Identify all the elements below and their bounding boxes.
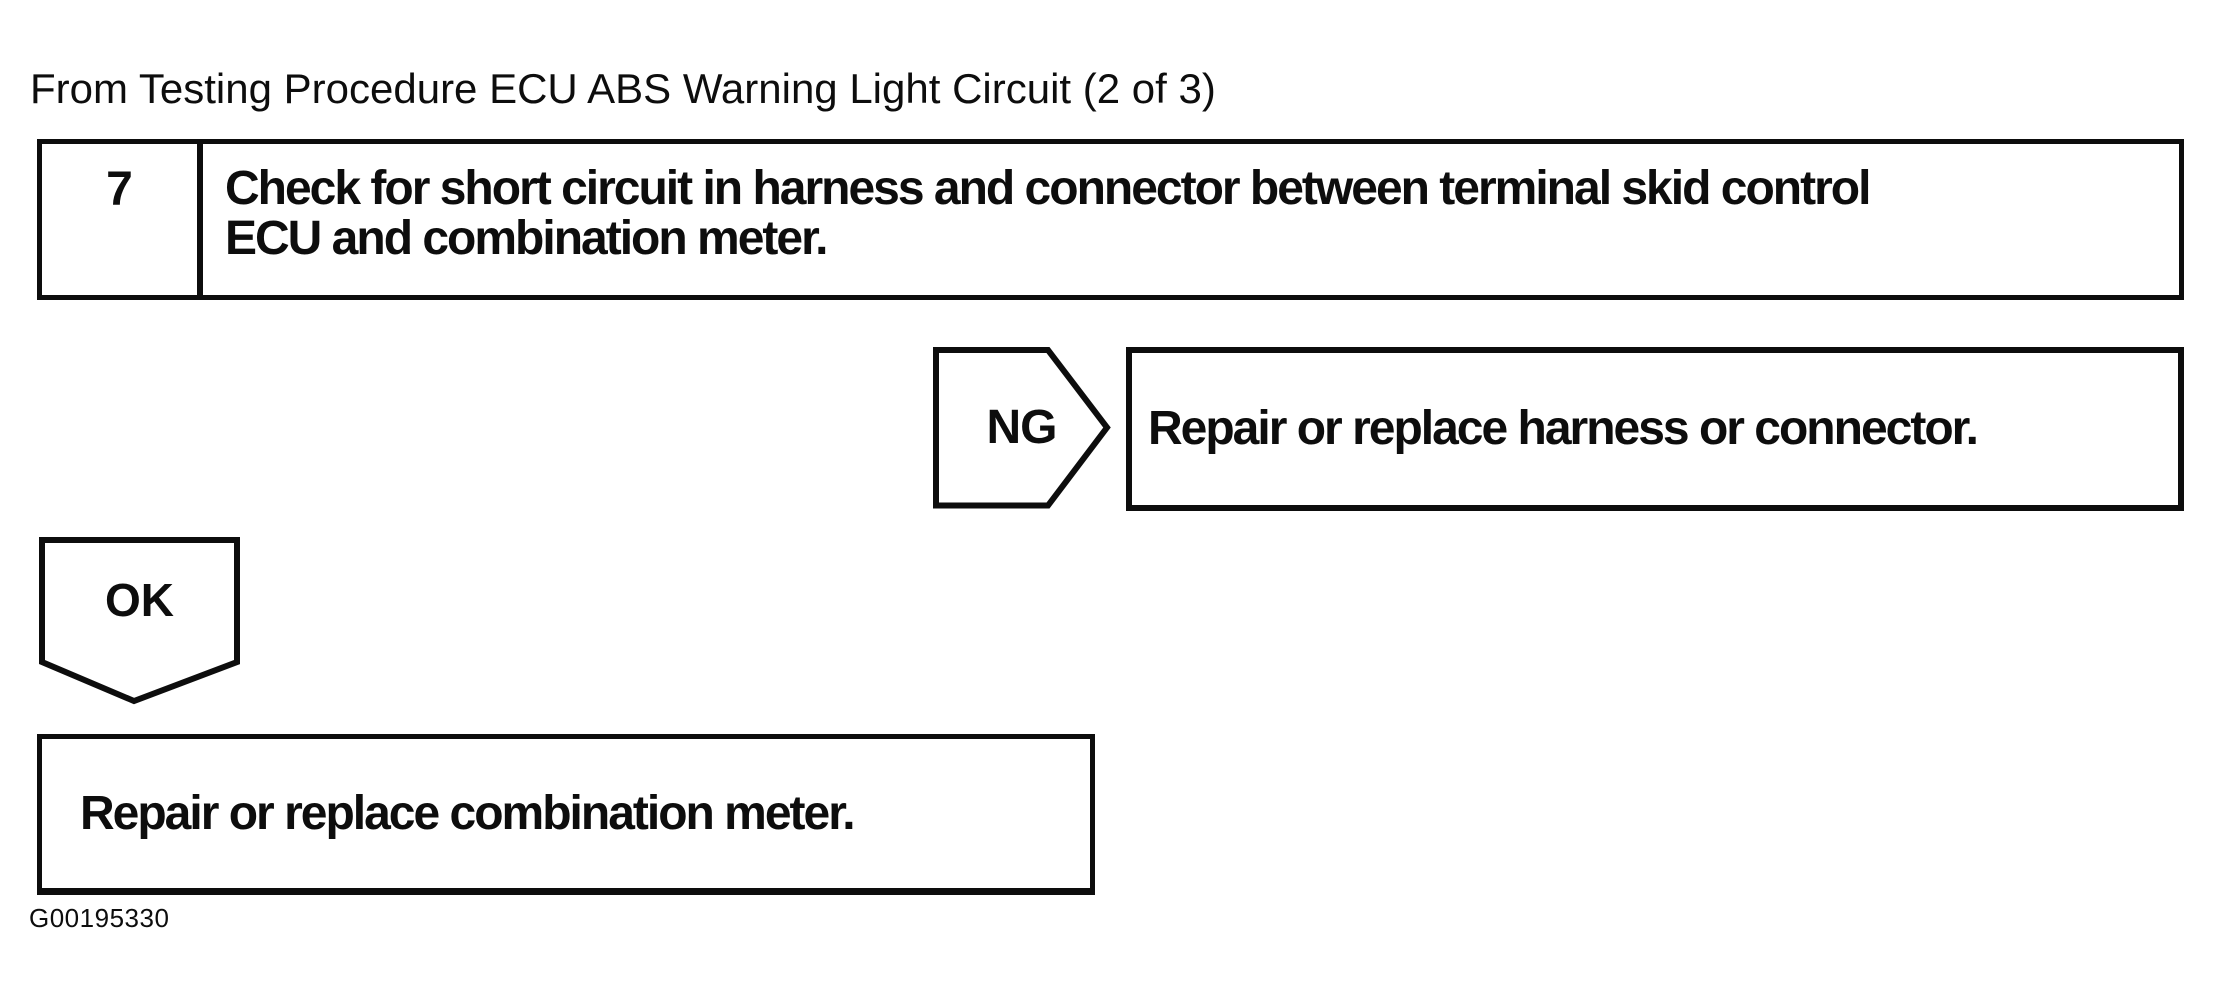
ok-connector-label: OK [105, 573, 174, 626]
ng-action-box: Repair or replace harness or connector. [1126, 347, 2184, 511]
step-instruction: Check for short circuit in harness and c… [203, 144, 2179, 295]
source-reference-text: From Testing Procedure ECU ABS Warning L… [30, 65, 1216, 112]
ng-action-text: Repair or replace harness or connector. [1148, 402, 1979, 455]
ok-pentagon-shape [39, 537, 240, 705]
ng-pentagon-shape [933, 347, 1111, 509]
step-box: 7 Check for short circuit in harness and… [37, 139, 2184, 300]
step-instruction-line1: Check for short circuit in harness and c… [225, 162, 1871, 215]
figure-id-caption: G00195330 [29, 903, 170, 933]
ok-action-box: Repair or replace combination meter. [37, 734, 1095, 895]
ng-connector-label: NG [986, 401, 1058, 454]
step-instruction-line2: ECU and combination meter. [225, 212, 828, 265]
ok-action-text: Repair or replace combination meter. [80, 786, 856, 840]
step-number: 7 [106, 163, 133, 216]
step-number-cell: 7 [42, 144, 203, 295]
